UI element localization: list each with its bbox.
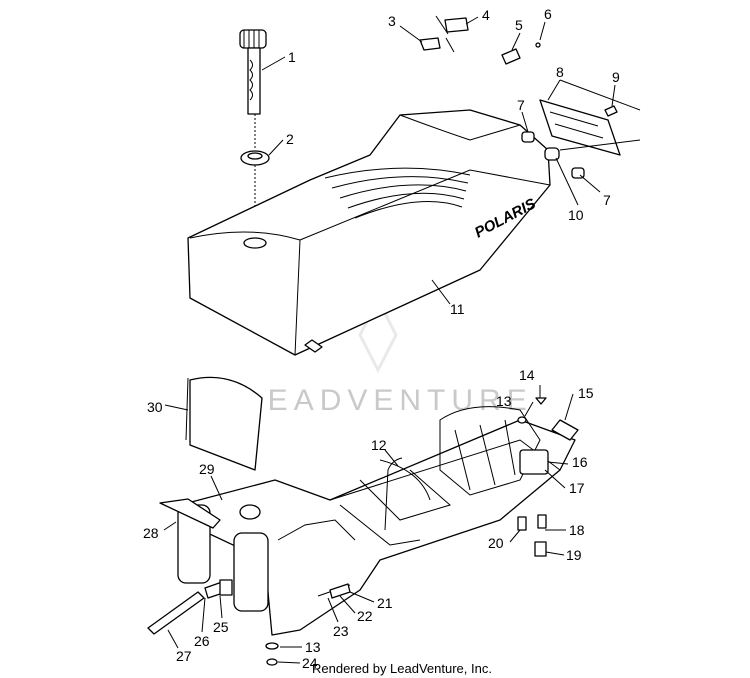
- callout-21: 21: [377, 595, 393, 611]
- callout-25: 25: [213, 619, 229, 635]
- callout-15: 15: [578, 385, 594, 401]
- fuel-cap-assembly: [239, 29, 267, 115]
- rear-hardware: [419, 15, 641, 179]
- callout-24: 24: [302, 655, 318, 671]
- fuel-tank: [159, 406, 576, 636]
- callout-6: 6: [544, 6, 552, 22]
- callout-19: 19: [566, 547, 582, 563]
- callout-2: 2: [286, 131, 294, 147]
- callout-28: 28: [143, 525, 159, 541]
- callout-1: 1: [288, 49, 296, 65]
- callout-17: 17: [569, 480, 585, 496]
- callouts: 1 2 3 4 5 6 7 8 9 7 10 11 13 14 15 12 16…: [143, 6, 620, 671]
- callout-27: 27: [176, 648, 192, 664]
- callout-14: 14: [519, 367, 535, 383]
- callout-13: 13: [496, 393, 512, 409]
- callout-16: 16: [572, 454, 588, 470]
- watermark-text: LEADVENTURE: [245, 384, 533, 417]
- bottom-hardware: [265, 642, 279, 666]
- callout-12: 12: [371, 437, 387, 453]
- seat: POLARIS: [187, 109, 551, 356]
- render-credit: Rendered by LeadVenture, Inc.: [312, 661, 492, 676]
- side-hardware: [517, 397, 579, 557]
- callout-11: 11: [450, 301, 465, 317]
- callout-3: 3: [388, 13, 396, 29]
- callout-30: 30: [147, 399, 163, 415]
- callout-10: 10: [568, 207, 584, 223]
- callout-7: 7: [517, 97, 525, 113]
- callout-4: 4: [482, 7, 490, 23]
- callout-22: 22: [357, 608, 373, 624]
- callout-7b: 7: [603, 192, 611, 208]
- grommet: [240, 150, 270, 166]
- callout-26: 26: [194, 633, 210, 649]
- callout-13b: 13: [305, 639, 321, 655]
- callout-29: 29: [199, 461, 215, 477]
- fuel-line: [147, 579, 233, 635]
- callout-9: 9: [612, 69, 620, 85]
- leader-lines: [163, 16, 616, 664]
- tank-shroud: [185, 376, 263, 471]
- callout-23: 23: [333, 623, 349, 639]
- callout-18: 18: [569, 522, 585, 538]
- callout-8: 8: [556, 64, 564, 80]
- callout-20: 20: [488, 535, 504, 551]
- callout-5: 5: [515, 17, 523, 33]
